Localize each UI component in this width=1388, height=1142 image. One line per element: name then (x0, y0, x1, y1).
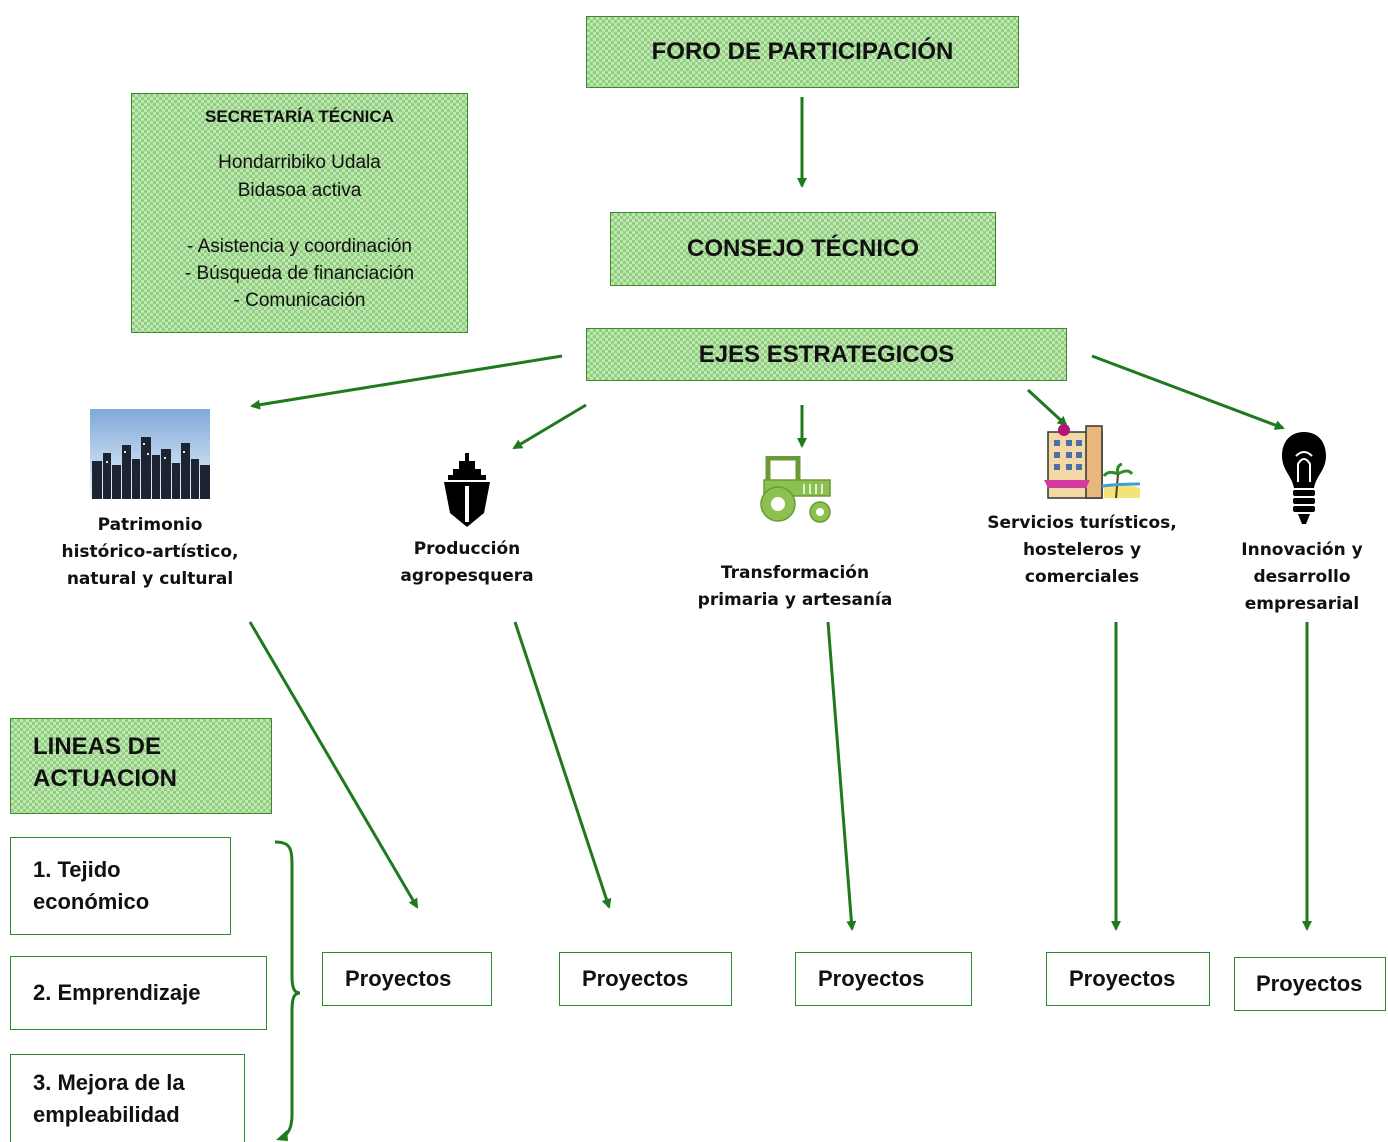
arrow-transformacion-proyectos (826, 621, 857, 931)
lightbulb-icon (1280, 430, 1328, 526)
foro-participacion-box: FORO DE PARTICIPACIÓN (586, 16, 1019, 88)
arrow-produccion-proyectos (513, 621, 612, 909)
linea-item-tejido: 1. Tejido económico (10, 837, 231, 935)
ship-icon (438, 453, 496, 527)
secretaria-tecnica-box: SECRETARÍA TÉCNICA Hondarribiko Udala Bi… (131, 93, 468, 333)
eje-label-servicios: Servicios turísticos, hosteleros y comer… (987, 513, 1177, 587)
proyectos-box-patrimonio: Proyectos (322, 952, 492, 1006)
arrow-ejes-produccion (512, 403, 587, 450)
curly-brace (274, 840, 301, 1140)
eje-label-produccion: Producción agropesquera (400, 539, 534, 586)
secretaria-org2: Bidasoa activa (237, 180, 362, 201)
hotel-icon (1042, 424, 1142, 502)
lineas-title-line2: ACTUACION (33, 765, 177, 792)
eje-label-transformacion: Transformación primaria y artesanía (697, 563, 893, 610)
consejo-tecnico-box: CONSEJO TÉCNICO (610, 212, 996, 286)
arrow-ejes-patrimonio (250, 354, 563, 410)
ejes-estrategicos-box: EJES ESTRATEGICOS (586, 328, 1067, 381)
tractor-icon (754, 455, 838, 524)
secretaria-org1: Hondarribiko Udala (218, 152, 381, 173)
linea-item-emprendizaje: 2. Emprendizaje (10, 956, 267, 1030)
arrow-patrimonio-proyectos (248, 621, 419, 909)
secretaria-task: - Asistencia y coordinación (187, 236, 412, 257)
ejes-title: EJES ESTRATEGICOS (698, 340, 955, 368)
city-skyline-icon (90, 409, 210, 499)
eje-label-innovacion: Innovación y desarrollo empresarial (1241, 540, 1363, 614)
secretaria-task: - Búsqueda de financiación (184, 263, 415, 284)
secretaria-title: SECRETARÍA TÉCNICA (205, 107, 394, 126)
secretaria-task: - Comunicación (233, 290, 366, 311)
lineas-title-line1: LINEAS DE (33, 733, 162, 760)
proyectos-box-innovacion: Proyectos (1234, 957, 1386, 1011)
proyectos-box-transformacion: Proyectos (795, 952, 972, 1006)
proyectos-box-servicios: Proyectos (1046, 952, 1210, 1006)
arrow-ejes-innovacion (1091, 354, 1285, 430)
proyectos-box-produccion: Proyectos (559, 952, 732, 1006)
lineas-actuacion-box: LINEAS DE ACTUACION (10, 718, 272, 814)
arrow-ejes-servicios (1026, 388, 1068, 427)
linea-item-empleabilidad: 3. Mejora de la empleabilidad (10, 1054, 245, 1142)
eje-label-patrimonio: Patrimonio histórico-artístico, natural … (61, 515, 239, 589)
foro-title: FORO DE PARTICIPACIÓN (651, 38, 954, 65)
consejo-title: CONSEJO TÉCNICO (686, 235, 920, 262)
